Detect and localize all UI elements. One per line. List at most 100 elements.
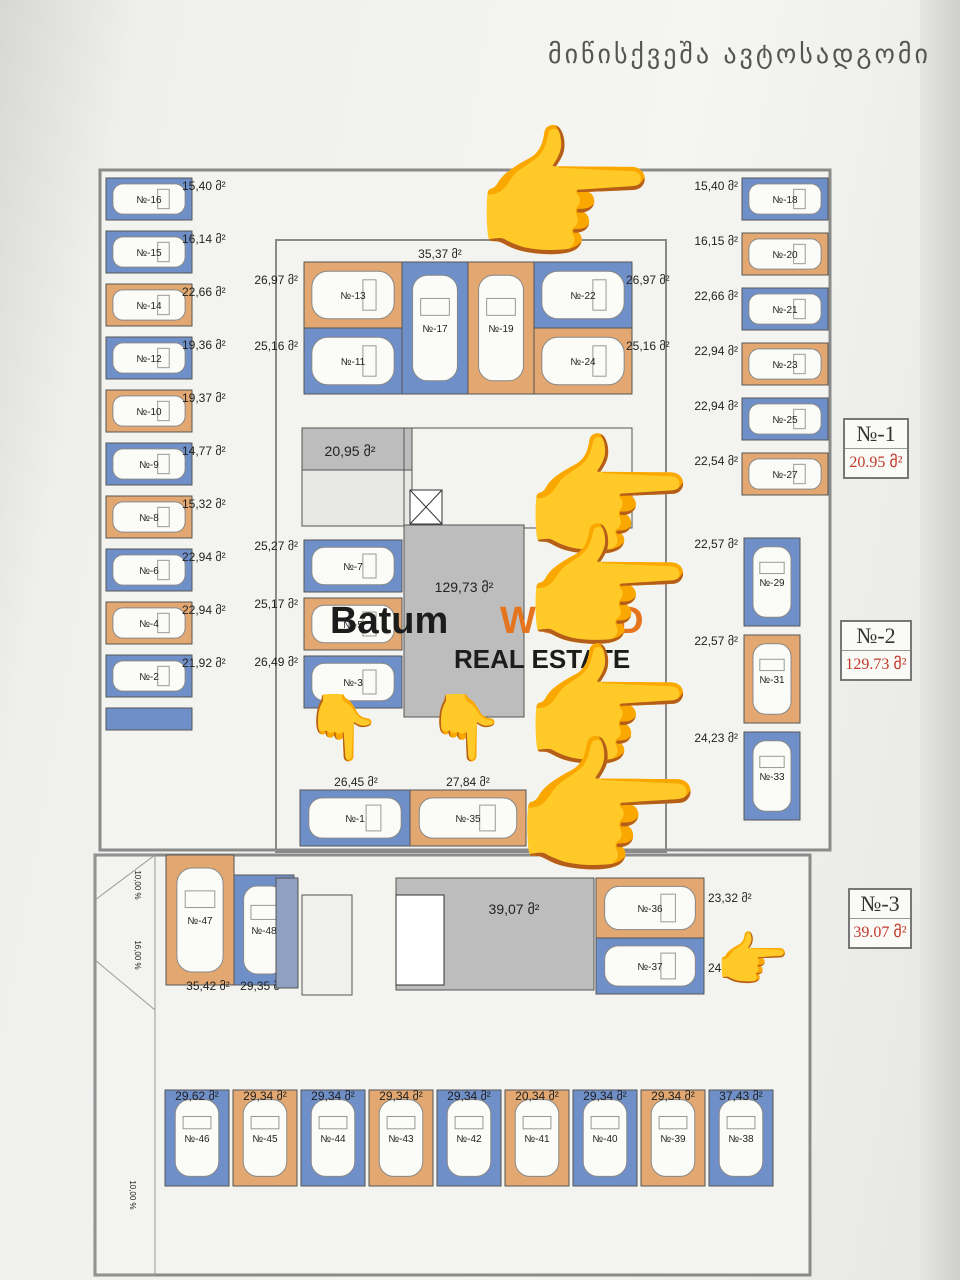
car-outline <box>112 607 186 639</box>
parking-spot-area: 25,16 მ² <box>626 339 670 353</box>
car-outline <box>752 546 792 618</box>
car-outline <box>752 740 792 812</box>
ramp-slope-label: 10,00 % <box>133 870 142 899</box>
car-windshield <box>182 1115 212 1130</box>
parking-spot-area: 15,40 მ² <box>694 179 738 193</box>
car-outline <box>604 945 696 987</box>
parking-spot-number: №-7 <box>343 562 363 573</box>
car-outline <box>541 336 625 386</box>
plan-title: მიწისქვეშა ავტოსადგომი <box>548 40 931 70</box>
lower-elevator <box>395 894 445 986</box>
ramp-line <box>94 959 156 1011</box>
parking-spot-area: 27,84 მ² <box>446 775 490 789</box>
car-outline <box>311 270 395 320</box>
parking-spot-number: №-18 <box>772 195 798 206</box>
parking-spot-area: 22,66 მ² <box>182 285 226 299</box>
car-outline <box>112 501 186 533</box>
parking-spot-area: 35,42 მ² <box>186 979 230 993</box>
car-outline <box>112 183 186 215</box>
car-windshield <box>592 345 607 377</box>
parking-spot-number: №-16 <box>136 195 162 206</box>
parking-spot-area: 22,94 მ² <box>182 603 226 617</box>
stair-hall <box>301 427 413 471</box>
car-outline <box>112 554 186 586</box>
car-outline <box>176 867 224 973</box>
parking-spot-area: 29,34 მ² <box>583 1089 627 1103</box>
parking-spot-number: №-23 <box>772 360 798 371</box>
parking-spot-number: №-24 <box>570 357 596 368</box>
hatched-wall <box>275 877 299 989</box>
parking-spot-number: №-11 <box>341 357 366 368</box>
parking-spot-area: 22,57 მ² <box>694 634 738 648</box>
parking-spot-area: 29,34 მ² <box>379 1089 423 1103</box>
area-label-2: 129,73 მ² <box>435 579 494 595</box>
car-outline <box>752 643 792 715</box>
parking-spot-area: 20,34 მ² <box>515 1089 559 1103</box>
car-outline <box>311 662 395 702</box>
car-outline <box>112 660 186 692</box>
parking-spot-number: №-13 <box>340 291 366 302</box>
parking-spot-area: 14,77 მ² <box>182 444 226 458</box>
parking-spot-number: №-46 <box>184 1134 210 1145</box>
pointing-hand-icon: 👉 <box>520 632 695 789</box>
car-windshield <box>362 345 377 377</box>
car-windshield <box>365 804 382 832</box>
car-windshield <box>793 188 806 210</box>
parking-spot-number: №-5 <box>343 620 363 631</box>
ramp-slope-label: 10,00 % <box>128 1180 137 1209</box>
logo-tagline: REAL ESTATE <box>454 644 631 674</box>
car-outline <box>418 797 518 839</box>
car-windshield <box>454 1115 484 1130</box>
car-outline <box>650 1099 696 1177</box>
car-outline <box>748 238 822 270</box>
parking-spot-number: №-21 <box>772 305 798 316</box>
parking-spot-number: №-33 <box>759 772 785 783</box>
car-windshield <box>793 408 806 430</box>
car-windshield <box>420 297 450 316</box>
parking-spot-area: 29,35 მ² <box>240 979 284 993</box>
pointing-hand-icon: 👉 <box>520 512 695 669</box>
car-windshield <box>592 279 607 311</box>
parking-spot-number: №-19 <box>488 324 514 335</box>
car-windshield <box>660 952 676 980</box>
car-outline <box>174 1099 220 1177</box>
pointing-hand-icon: 👉 <box>470 113 657 281</box>
area-label-1: 20,95 მ² <box>325 443 376 459</box>
car-windshield <box>157 188 170 210</box>
car-outline <box>311 546 395 586</box>
parking-spot-number: №-22 <box>570 291 596 302</box>
parking-spot-number: №-42 <box>456 1134 482 1145</box>
pointing-down-icon: 👇 <box>425 691 505 763</box>
parking-spot-area: 16,14 მ² <box>182 232 226 246</box>
parking-spot-area: 29,34 მ² <box>311 1089 355 1103</box>
parking-spot-number: №-35 <box>455 814 481 825</box>
parking-spot-area: 26,45 მ² <box>334 775 378 789</box>
parking-spot-area: 29,34 მ² <box>243 1089 287 1103</box>
car-outline <box>412 274 458 382</box>
pointing-hand-icon: 👉 <box>510 724 703 897</box>
car-windshield <box>157 294 170 316</box>
car-windshield <box>157 559 170 581</box>
car-windshield <box>362 669 377 695</box>
batumworld-logo: Batum WORLD REAL ESTATE <box>330 600 644 680</box>
car-windshield <box>157 665 170 687</box>
legend-2: №-2 129.73 მ² <box>840 620 912 681</box>
parking-spot-area: 15,40 მ² <box>182 179 226 193</box>
parking-spot-area: 26,49 მ² <box>254 655 298 669</box>
legend-2-key: №-2 <box>842 622 910 651</box>
parking-spot-number: №-39 <box>660 1134 686 1145</box>
parking-spot-area: 22,57 მ² <box>694 537 738 551</box>
car-windshield <box>479 804 496 832</box>
parking-spot-number: №-12 <box>136 354 162 365</box>
car-outline <box>582 1099 628 1177</box>
car-outline <box>541 270 625 320</box>
parking-spot-number: №-47 <box>187 916 213 927</box>
parking-spot-area: 22,94 მ² <box>694 344 738 358</box>
car-outline <box>308 797 402 839</box>
ramp <box>94 854 156 1276</box>
car-windshield <box>793 243 806 265</box>
area-label-3: 39,07 მ² <box>489 901 540 917</box>
logo-word-batum: Batum <box>330 600 449 642</box>
parking-spot-area: 15,32 მ² <box>182 497 226 511</box>
